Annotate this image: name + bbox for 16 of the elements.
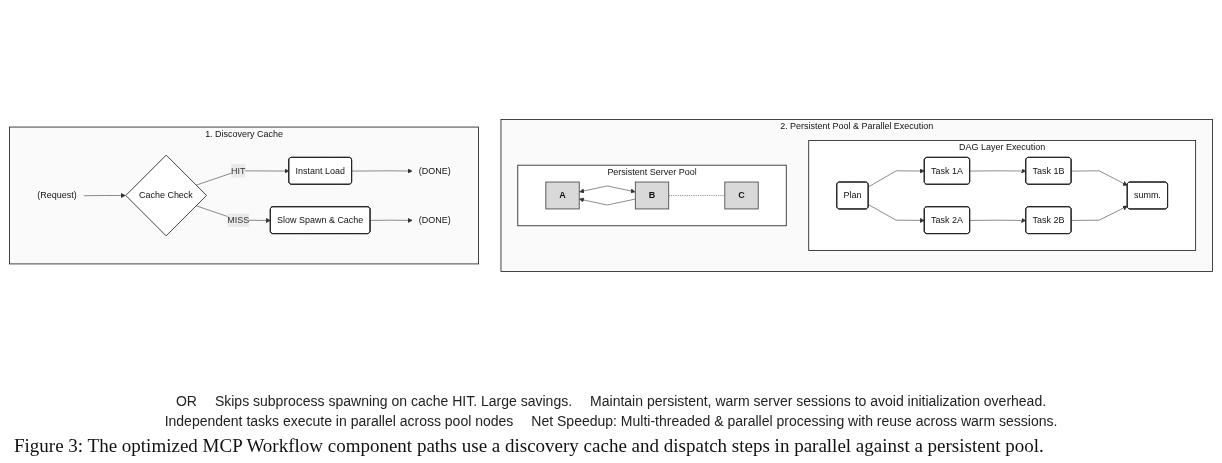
note-text: Maintain persistent, warm server sessions to avoid initialization overhead. (590, 393, 1047, 409)
node-box: A (545, 181, 580, 210)
note-text: Skips subprocess spawning on cache HIT. Large savings. (214, 393, 573, 409)
note-text: Net Speedup: Multi-threaded & parallel processing with reuse across warm sessions. (531, 413, 1058, 429)
node-text: (DONE) (418, 165, 451, 176)
note-text: Independent tasks execute in parallel across pool nodes (164, 413, 514, 429)
connector (668, 195, 726, 196)
node-box: B (634, 181, 670, 210)
note-text: OR (175, 393, 197, 409)
edge-label: HIT (231, 165, 246, 176)
figure-caption: Figure 3: The optimized MCP Workflow component paths use a discovery cache and dispatch steps in parallel against a persistent pool. (13, 434, 1045, 458)
node-text: (Request) (37, 190, 77, 200)
node-diamond: Cache Check (125, 154, 207, 237)
node-box: C (724, 181, 759, 210)
edge-label: MISS (227, 215, 250, 225)
node-text: (DONE) (418, 215, 451, 225)
